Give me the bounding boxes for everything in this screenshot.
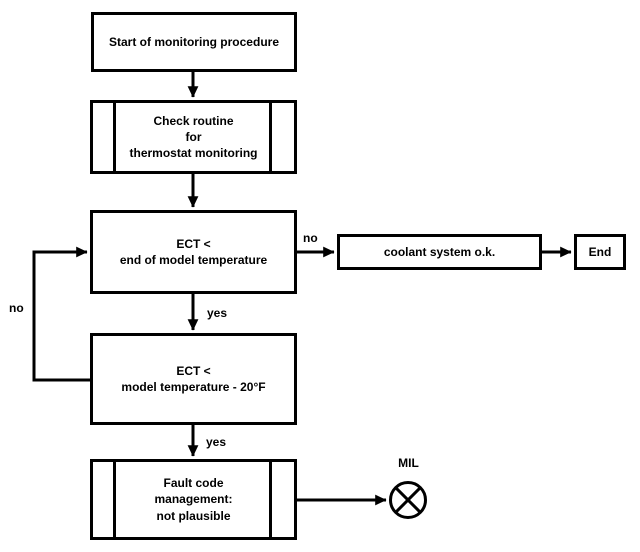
node-start-of-monitoring: Start of monitoring procedure [91, 12, 297, 72]
subroutine-bar-left [113, 103, 116, 171]
node-ect-end-of-model-temperature: ECT < end of model temperature [90, 210, 297, 294]
node-fault-code-management: Fault code management: not plausible [90, 459, 297, 540]
edge-label-no-to-coolant: no [303, 231, 318, 245]
node-fault-code-management-label: Fault code management: not plausible [154, 476, 233, 523]
subroutine-bar-right [269, 462, 272, 537]
mil-lamp-icon [389, 481, 427, 519]
node-coolant-system-ok: coolant system o.k. [337, 234, 542, 270]
mil-lamp-label: MIL [398, 456, 419, 470]
edge-label-yes-to-fault: yes [206, 435, 227, 449]
subroutine-bar-left [113, 462, 116, 537]
node-end: End [574, 234, 626, 270]
arrow-no-loop-ect2-to-ect1 [32, 246, 90, 382]
edge-label-yes-to-ect2: yes [207, 306, 228, 320]
node-ect-model-temperature-minus-20f: ECT < model temperature - 20°F [90, 333, 297, 425]
subroutine-bar-right [269, 103, 272, 171]
node-check-routine-label: Check routine for thermostat monitoring [129, 113, 258, 161]
edge-label-no-loop: no [9, 301, 24, 315]
node-check-routine: Check routine for thermostat monitoring [90, 100, 297, 174]
